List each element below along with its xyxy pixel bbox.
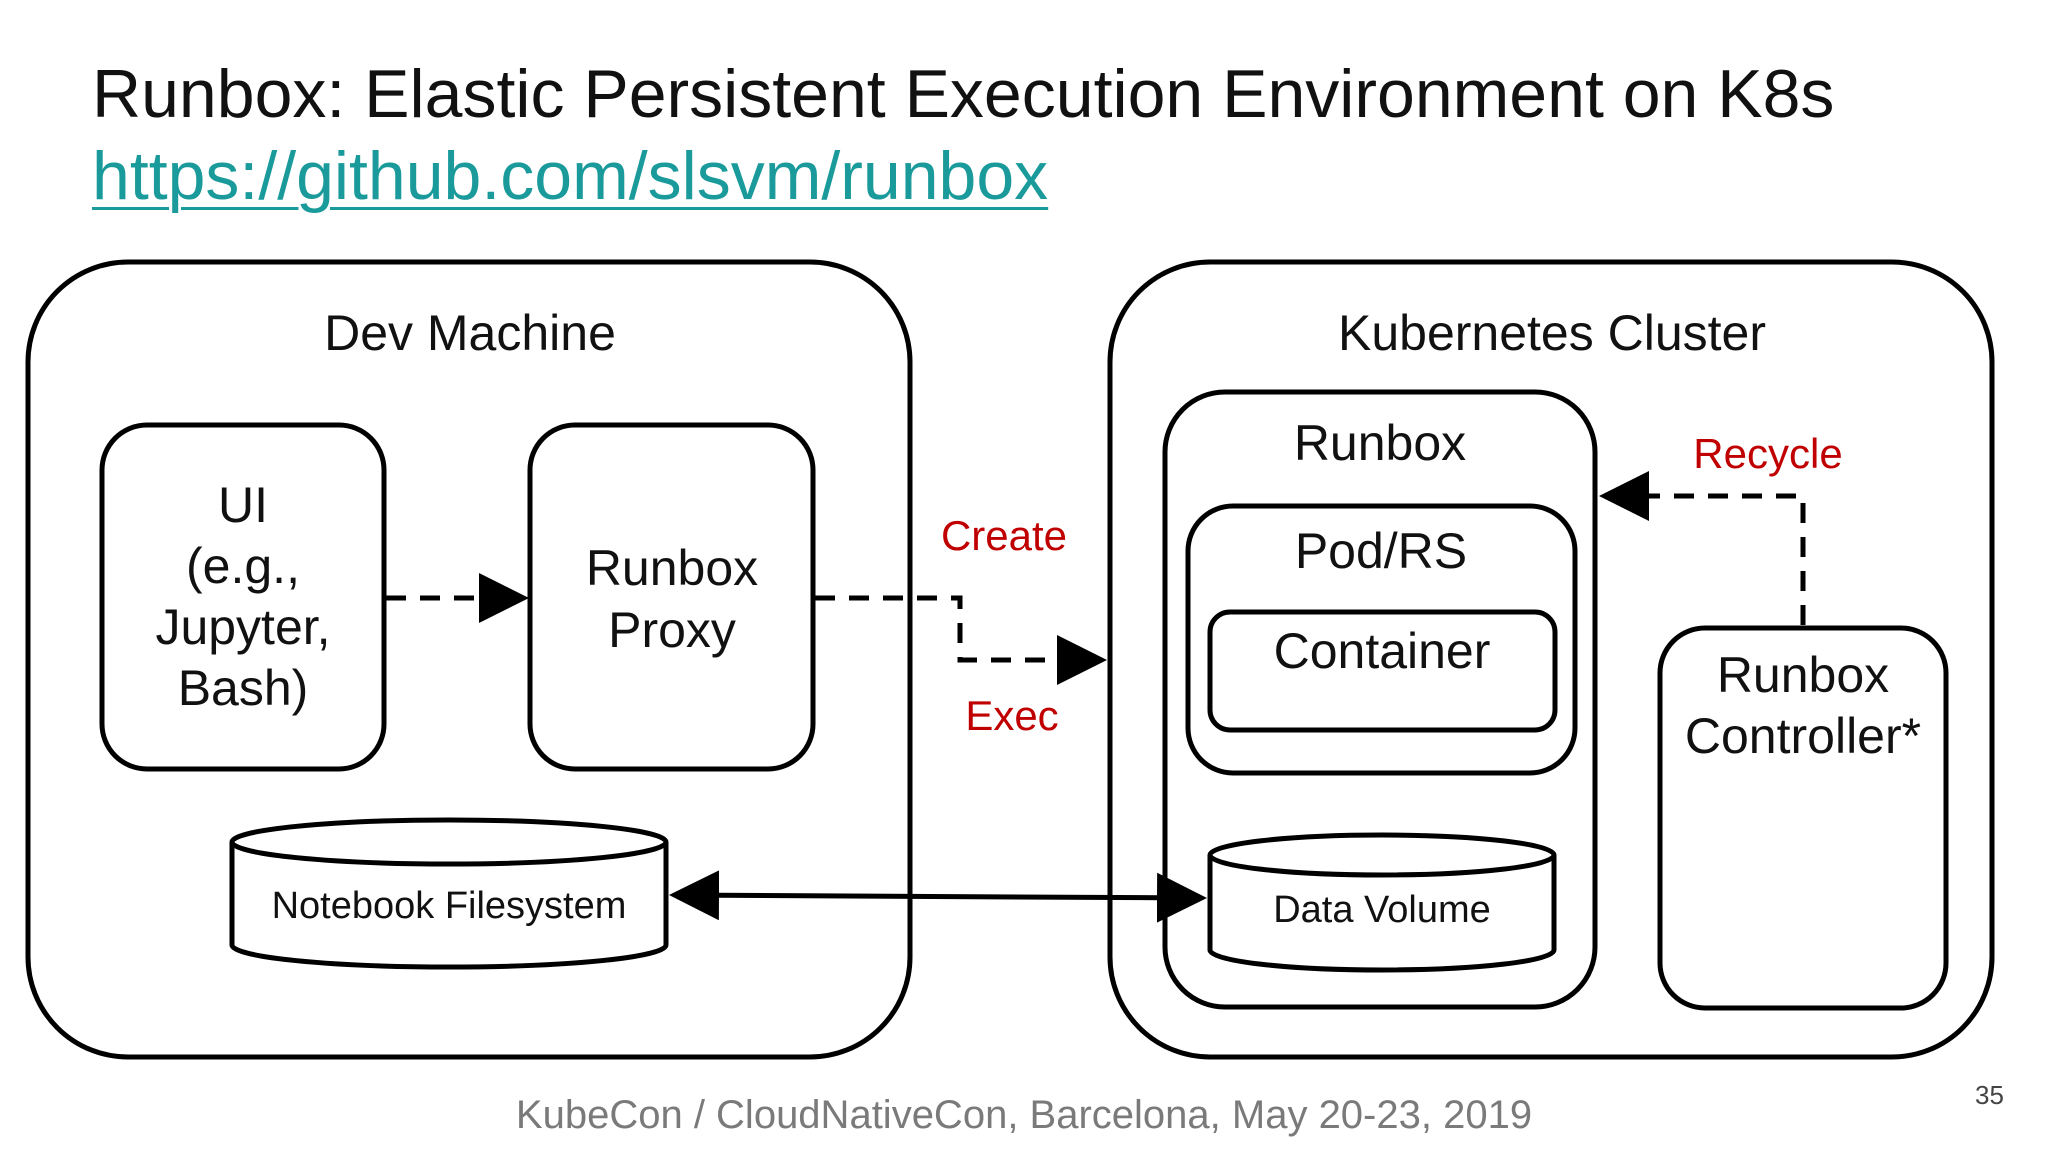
- page-number: 35: [1975, 1080, 2004, 1110]
- create-label: Create: [941, 512, 1067, 559]
- kubernetes-cluster-box: [1107, 259, 1995, 1060]
- data-volume-label: Data Volume: [1273, 889, 1491, 931]
- proxy-label-line1: Runbox: [586, 540, 758, 596]
- recycle-label: Recycle: [1693, 430, 1842, 477]
- controller-label-line1: Runbox: [1717, 647, 1889, 703]
- ui-label-line2: (e.g.,: [186, 538, 300, 594]
- kubernetes-cluster-label: Kubernetes Cluster: [1338, 305, 1766, 361]
- runbox-label: Runbox: [1294, 415, 1466, 471]
- runbox-controller-box: [1657, 625, 1949, 1011]
- filesystem-sync-arrow: [669, 870, 1207, 923]
- ui-label-line1: UI: [218, 477, 268, 533]
- ui-label-line3: Jupyter,: [155, 599, 330, 655]
- notebook-filesystem-label: Notebook Filesystem: [272, 885, 627, 927]
- pod-rs-label: Pod/RS: [1295, 523, 1467, 579]
- container-label: Container: [1274, 623, 1491, 679]
- recycle-arrow: [1599, 471, 1806, 625]
- dev-machine-box: [25, 259, 913, 1060]
- data-volume-cylinder: [1207, 832, 1557, 973]
- container-box: [1207, 609, 1558, 733]
- notebook-filesystem-cylinder: [229, 817, 669, 970]
- github-link[interactable]: https://github.com/slsvm/runbox: [92, 138, 1049, 214]
- pod-rs-box: [1185, 503, 1578, 776]
- dev-machine-label: Dev Machine: [324, 305, 616, 361]
- footer-text: KubeCon / CloudNativeCon, Barcelona, May…: [515, 1093, 1533, 1137]
- controller-label-line2: Controller*: [1685, 708, 1921, 764]
- proxy-label-line2: Proxy: [608, 602, 736, 658]
- runbox-box: [1162, 389, 1598, 1010]
- ui-label-line4: Bash): [178, 660, 309, 716]
- runbox-proxy-box: [527, 422, 816, 772]
- slide-title: Runbox: Elastic Persistent Execution Env…: [92, 56, 1835, 132]
- exec-label: Exec: [965, 692, 1058, 739]
- create-exec-arrow: [815, 595, 1107, 685]
- ui-box: [99, 422, 387, 772]
